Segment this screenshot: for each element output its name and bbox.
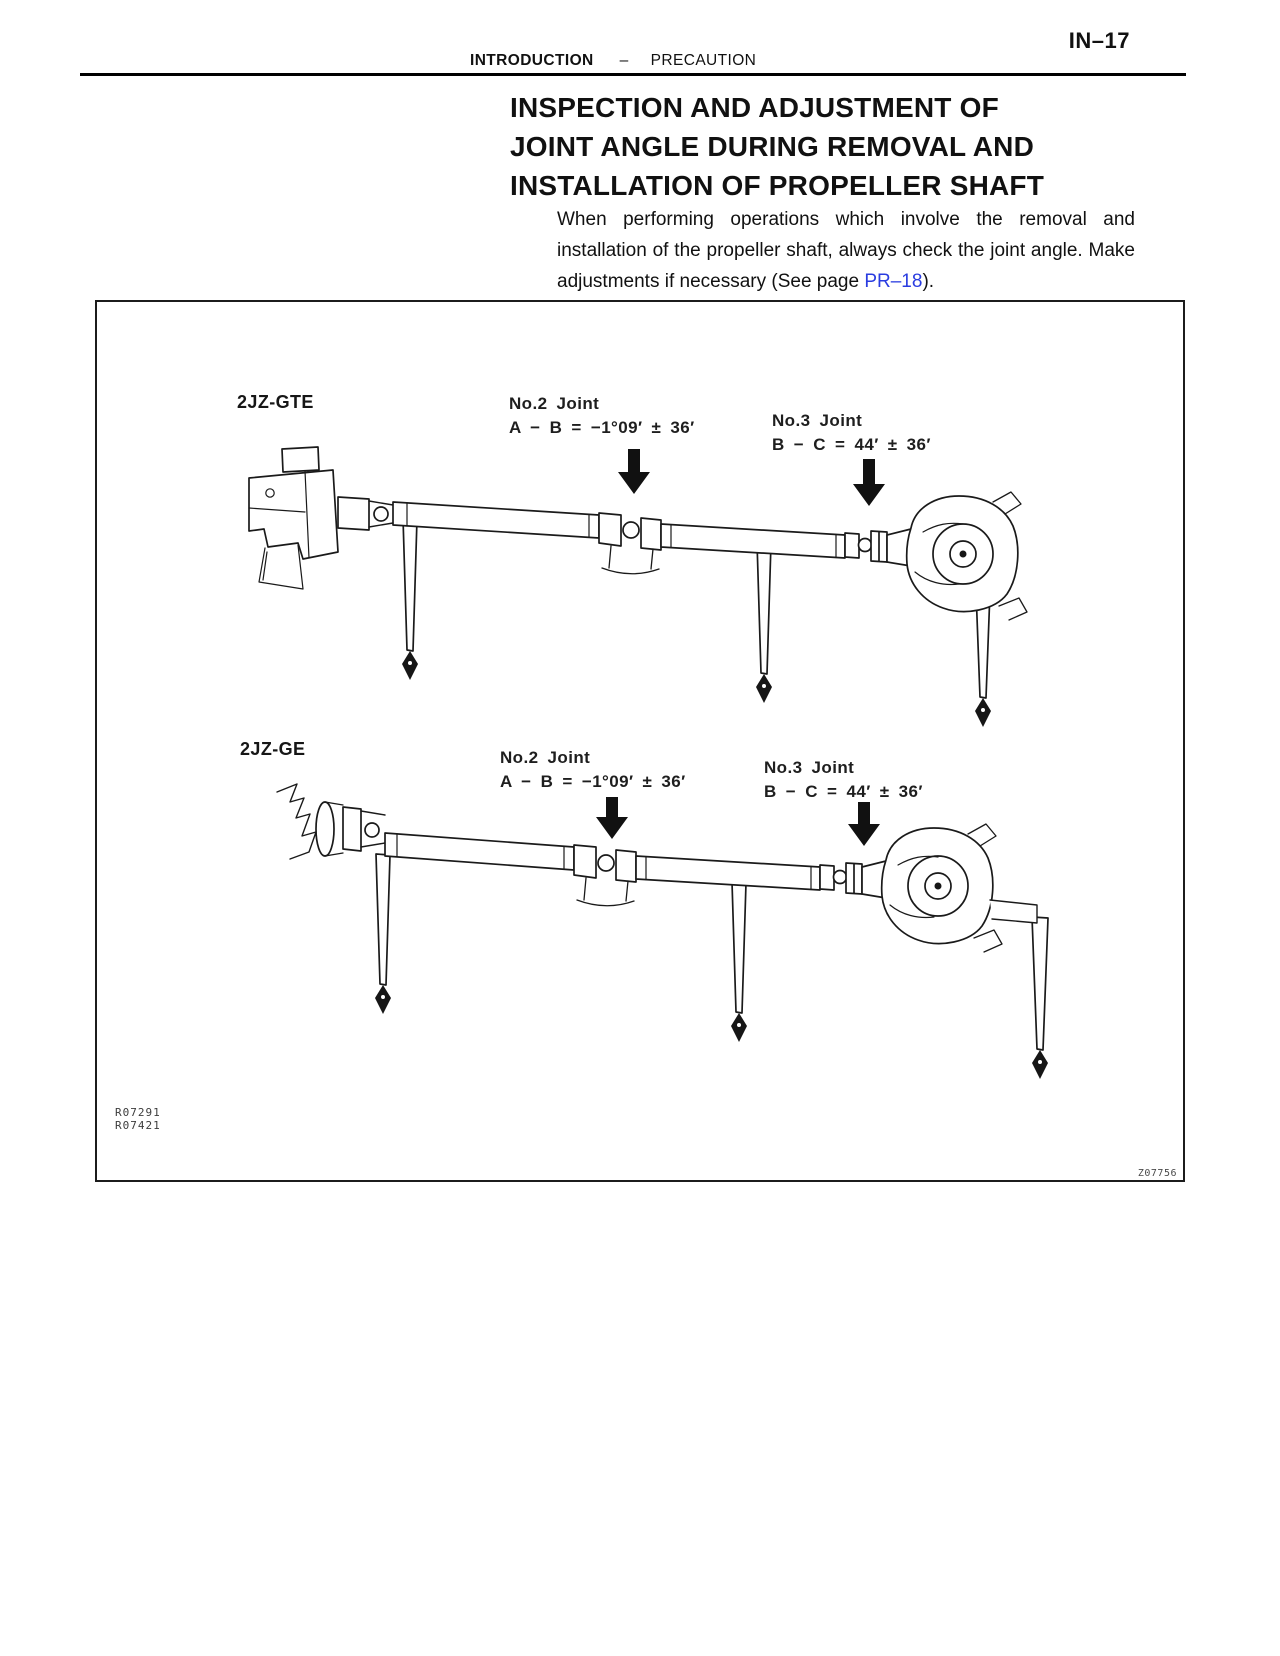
no2-joint-spec-bottom: A − B = −1°09′ ± 36′ — [500, 772, 686, 791]
no3-spider — [857, 537, 873, 553]
breadcrumb: INTRODUCTION – PRECAUTION — [470, 52, 756, 70]
figure-drawing-code: Z07756 — [1137, 1168, 1177, 1179]
rear-extension-stub — [989, 899, 1038, 924]
propeller-shaft-drawings — [248, 446, 1049, 1079]
no3-joint-spec-bottom: B − C = 44′ ± 36′ — [764, 782, 923, 801]
no3-joint-bottom — [819, 862, 863, 895]
no3-spider-bottom — [832, 869, 848, 885]
no3-joint-name-bottom: No.3 Joint — [764, 758, 855, 777]
joint-angle-figure: 2JZ-GTE No.2 Joint A − B = −1°09′ ± 36′ … — [95, 300, 1185, 1182]
no3-joint-label-top: No.3 Joint B − C = 44′ ± 36′ — [772, 409, 931, 457]
no2-pointer-arrow-top — [618, 449, 650, 494]
page-number: IN–17 — [1068, 28, 1130, 53]
diagram-2jz-ge — [276, 783, 1049, 1079]
no2-spider-bottom — [597, 854, 615, 872]
no3-joint-name-top: No.3 Joint — [772, 411, 863, 430]
no2-joint-bottom — [573, 844, 637, 907]
no2-pointer-arrow-bottom — [596, 797, 628, 839]
header-rule — [80, 73, 1186, 76]
differential-top — [886, 491, 1028, 621]
no3-joint-spec-top: B − C = 44′ ± 36′ — [772, 435, 931, 454]
page-title: INSPECTION AND ADJUSTMENT OF JOINT ANGLE… — [510, 88, 1044, 205]
model-label-2jz-gte: 2JZ-GTE — [237, 392, 314, 412]
rear-shaft-tube-bottom — [635, 855, 821, 891]
no2-joint-spec-top: A − B = −1°09′ ± 36′ — [509, 418, 695, 437]
body-paragraph: When performing operations which involve… — [557, 204, 1135, 297]
differential-bottom — [861, 823, 1038, 953]
diagram-2jz-gte — [248, 446, 1028, 727]
figure-ref-code-2: R07421 — [115, 1119, 161, 1132]
front-shaft-tube-bottom — [384, 832, 575, 871]
section-title: INTRODUCTION — [470, 52, 594, 69]
pr-18-page-link[interactable]: PR–18 — [864, 271, 923, 292]
center-bearing-bracket — [601, 545, 660, 575]
no3-joint-label-bottom: No.3 Joint B − C = 44′ ± 36′ — [764, 756, 923, 804]
no3-pointer-arrow-top — [853, 459, 885, 506]
u-joint-spider — [373, 506, 389, 522]
rear-shaft-tube-top — [660, 523, 846, 559]
no3-joint-top — [844, 530, 888, 563]
no2-joint-name-top: No.2 Joint — [509, 394, 600, 413]
subsection-title: PRECAUTION — [650, 52, 757, 69]
no2-joint-name-bottom: No.2 Joint — [500, 748, 591, 767]
figure-ref-code-1: R07291 — [115, 1106, 161, 1119]
no3-pointer-arrow-bottom — [848, 802, 880, 846]
body-paragraph-text: When performing operations which involve… — [557, 209, 1135, 292]
page-title-line-1: INSPECTION AND ADJUSTMENT OF — [510, 92, 999, 123]
figure-ref-codes: R07291 R07421 — [115, 1106, 161, 1132]
no2-spider — [622, 521, 640, 539]
body-paragraph-end: ). — [922, 271, 935, 292]
transmission-outline-top — [248, 446, 339, 590]
model-label-2jz-ge: 2JZ-GE — [240, 739, 306, 759]
front-flange-bottom — [276, 783, 386, 860]
page-title-line-3: INSTALLATION OF PROPELLER SHAFT — [510, 170, 1045, 201]
front-spider-bottom — [364, 822, 380, 838]
plumb-bob-tips-top — [402, 651, 991, 727]
no2-joint-top — [598, 512, 662, 575]
front-shaft-tube-top — [392, 501, 600, 539]
plumb-bob-tips-bottom — [375, 985, 1048, 1079]
front-yoke-top — [337, 496, 394, 531]
page-title-line-2: JOINT ANGLE DURING REMOVAL AND — [510, 131, 1035, 162]
section-divider: – — [619, 52, 629, 69]
no2-joint-label-bottom: No.2 Joint A − B = −1°09′ ± 36′ — [500, 746, 686, 794]
no2-joint-label-top: No.2 Joint A − B = −1°09′ ± 36′ — [509, 392, 695, 440]
break-lines — [276, 783, 317, 860]
